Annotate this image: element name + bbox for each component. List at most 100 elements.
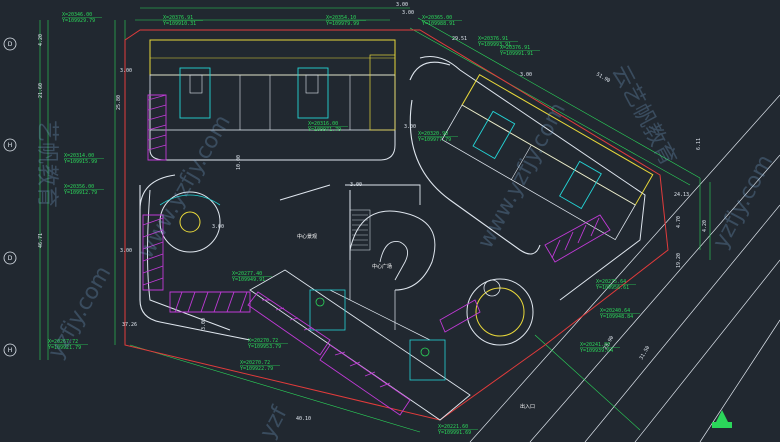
coordinate-y: Y=109988.91 (422, 21, 455, 27)
north-arrow-icon (712, 410, 732, 428)
coordinate-y: Y=109991.91 (500, 51, 533, 57)
coordinate-label: X=20346.00Y=109929.79 (62, 12, 102, 24)
coordinate-y: Y=109912.79 (64, 190, 97, 196)
right-round-tower (466, 278, 534, 346)
inner-roadway (147, 56, 646, 331)
coordinate-x: X=20270.72 (240, 360, 270, 366)
dimension-number: 3.00 (120, 68, 132, 74)
parking-hatch (142, 94, 611, 416)
coordinate-x: X=20365.00 (422, 15, 452, 21)
site-boundary (124, 29, 669, 421)
coordinate-label: X=20376.91Y=109910.31 (163, 15, 203, 27)
coordinate-x: X=20376.91 (500, 45, 530, 51)
dimension-number: 6.11 (696, 138, 702, 150)
dimension-number: 4.20 (702, 220, 708, 232)
coordinate-y: Y=109949.91 (232, 277, 265, 283)
area-label-entrance: 出入口 (520, 403, 535, 410)
coordinate-y: Y=109953.79 (248, 344, 281, 350)
dimension-number: 40.10 (296, 416, 311, 422)
coordinate-label: X=20240.64Y=109948.84 (600, 308, 640, 320)
coordinate-y: Y=109977.79 (418, 137, 451, 143)
coordinate-x: X=20270.72 (248, 338, 278, 344)
coordinate-y: Y=109921.79 (48, 345, 81, 351)
dimension-number: 3.00 (402, 10, 414, 16)
coordinate-x: X=20320.90 (418, 131, 448, 137)
coordinate-label: X=20270.72Y=109953.79 (248, 338, 288, 350)
dimension-number: 4.70 (676, 216, 682, 228)
grid-label-4: H (8, 347, 13, 354)
coordinate-y: Y=109979.99 (326, 21, 359, 27)
area-label-plaza: 中心广场 (372, 263, 392, 270)
coordinate-y: Y=109922.79 (240, 366, 273, 372)
building-top-block (149, 39, 396, 131)
grid-label-2: H (8, 142, 13, 149)
coordinate-label: X=20376.91Y=109991.91 (500, 45, 540, 57)
coordinate-x: X=20240.64 (600, 308, 630, 314)
coordinate-x: X=20277.40 (232, 271, 262, 277)
coordinate-x: X=20267.72 (48, 339, 78, 345)
coordinate-y: Y=109915.99 (64, 159, 97, 165)
grid-label-3: D (8, 255, 13, 262)
coordinate-y: Y=109910.31 (163, 21, 196, 27)
dimension-number: 3.00 (120, 248, 132, 254)
grid-bubble-1: D (3, 37, 17, 51)
dimension-number: 37.26 (122, 322, 137, 328)
dimension-number: 29.51 (452, 36, 467, 42)
watermark-1: 艺帆教育 (34, 120, 59, 208)
dimension-number: 21.60 (38, 83, 44, 98)
dimension-number: 10.00 (236, 155, 242, 170)
grid-bubble-4: H (3, 343, 17, 357)
coordinate-y: Y=109993.91 (478, 42, 511, 48)
building-right-block (441, 74, 654, 241)
coordinate-label: X=20270.72Y=109922.79 (240, 360, 280, 372)
central-plaza (329, 184, 436, 341)
area-label-landscape: 中心景观 (297, 233, 317, 240)
dimension-number: 19.20 (676, 253, 682, 268)
coordinate-x: X=20376.91 (163, 15, 193, 21)
dimension-number: 3.00 (404, 124, 416, 130)
dimension-number: 3.00 (520, 72, 532, 78)
coordinate-y: Y=109929.79 (62, 18, 95, 24)
coordinate-x: X=20346.00 (62, 12, 92, 18)
coordinate-label: X=20277.40Y=109949.91 (232, 271, 272, 283)
coordinate-x: X=20356.00 (64, 184, 94, 190)
coordinate-label: X=20320.90Y=109977.79 (418, 131, 458, 143)
grid-bubble-3: D (3, 251, 17, 265)
road-lines (469, 94, 780, 442)
grid-label-1: D (8, 41, 13, 48)
coordinate-x: X=20316.00 (308, 121, 338, 127)
coordinate-label: X=20314.00Y=109915.99 (64, 153, 104, 165)
dimension-number: 3.00 (350, 182, 362, 188)
coordinate-x: X=20314.00 (64, 153, 94, 159)
coordinate-x: X=20376.91 (478, 36, 508, 42)
coordinate-y: Y=109956.61 (596, 285, 629, 291)
coordinate-x: X=20241.86 (580, 342, 610, 348)
coordinate-label: X=20241.86Y=109939.64 (580, 342, 620, 354)
dimension-number: 3.00 (396, 2, 408, 8)
dimension-number: 3.00 (212, 224, 224, 230)
grid-bubble-2: H (3, 138, 17, 152)
right-loop-road (409, 61, 541, 255)
coordinate-label: X=20365.00Y=109988.91 (422, 15, 462, 27)
dimension-number: 25.80 (116, 95, 122, 110)
coordinate-y: Y=109991.69 (438, 430, 471, 436)
coordinate-y: Y=109948.84 (600, 314, 633, 320)
coordinate-label: X=20376.91Y=109993.91 (478, 36, 518, 48)
coordinate-label: X=20356.00Y=109912.79 (64, 184, 104, 196)
coordinate-label: X=20316.00Y=109971.79 (308, 121, 348, 133)
coordinate-label: X=20267.72Y=109921.79 (48, 339, 88, 351)
left-loop-road (139, 174, 251, 341)
dimension-number: 3.00 (201, 318, 207, 330)
coordinate-x: X=20354.10 (326, 15, 356, 21)
left-round-tower (159, 191, 221, 253)
coordinate-y: Y=109971.79 (308, 127, 341, 133)
coordinate-x: X=20221.60 (438, 424, 468, 430)
dimension-number: 24.13 (674, 192, 689, 198)
dimension-number: 4.20 (38, 34, 44, 46)
coordinate-label: X=20354.10Y=109979.99 (326, 15, 366, 27)
coordinate-y: Y=109939.64 (580, 348, 613, 354)
dimension-number: 46.71 (38, 233, 44, 248)
